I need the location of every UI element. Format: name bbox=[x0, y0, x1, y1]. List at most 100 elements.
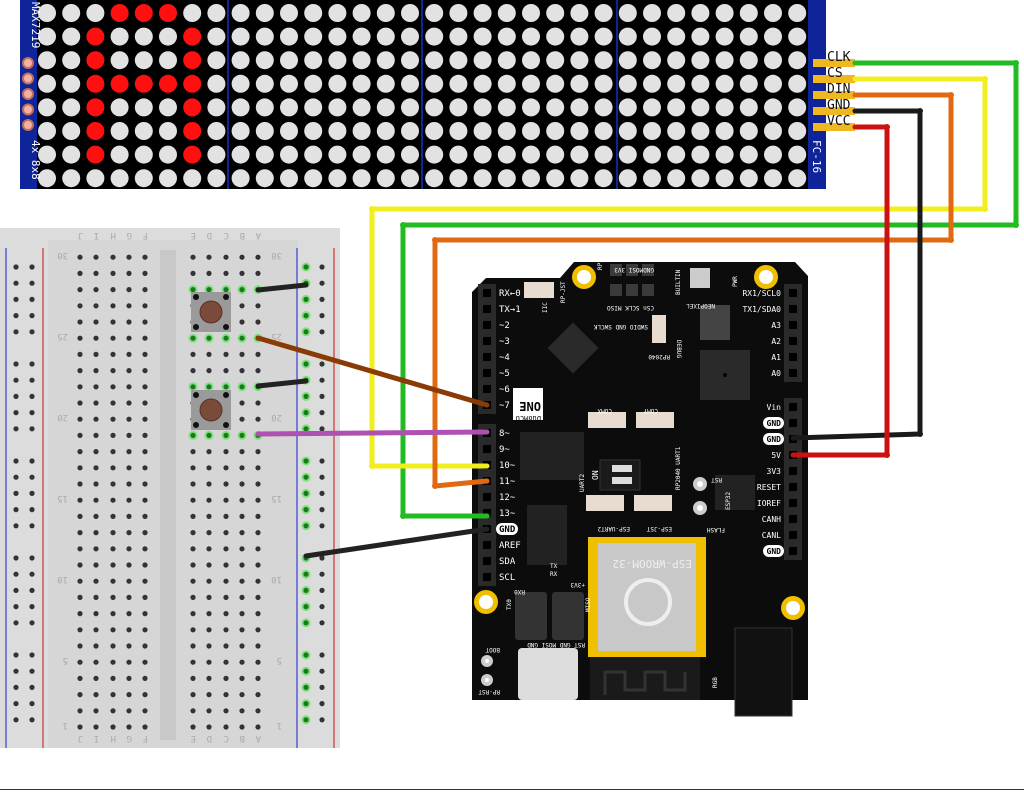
breadboard-hole[interactable] bbox=[126, 303, 132, 309]
rail-hole[interactable] bbox=[303, 668, 309, 674]
rail-hole[interactable] bbox=[13, 377, 19, 383]
breadboard-hole[interactable] bbox=[239, 432, 245, 438]
wire-bendpoint[interactable] bbox=[400, 222, 406, 228]
breadboard-hole[interactable] bbox=[142, 303, 148, 309]
breadboard-hole[interactable] bbox=[93, 530, 99, 536]
breadboard-hole[interactable] bbox=[206, 594, 212, 601]
header-pin[interactable] bbox=[483, 493, 491, 501]
rail-hole[interactable] bbox=[319, 313, 325, 319]
header-pin[interactable] bbox=[789, 499, 797, 507]
rail-hole[interactable] bbox=[303, 587, 309, 594]
breadboard-hole[interactable] bbox=[190, 530, 196, 536]
breadboard-hole[interactable] bbox=[142, 400, 148, 406]
breadboard-hole[interactable] bbox=[93, 335, 99, 341]
rail-hole[interactable] bbox=[303, 264, 309, 270]
rail-hole[interactable] bbox=[319, 652, 325, 658]
breadboard-hole[interactable] bbox=[223, 287, 229, 293]
breadboard-hole[interactable] bbox=[206, 659, 212, 665]
breadboard-hole[interactable] bbox=[77, 368, 83, 374]
breadboard-hole[interactable] bbox=[190, 432, 196, 438]
breadboard-hole[interactable] bbox=[126, 432, 132, 438]
rail-hole[interactable] bbox=[319, 474, 325, 480]
breadboard-hole[interactable] bbox=[142, 627, 148, 633]
breadboard-hole[interactable] bbox=[110, 659, 116, 665]
breadboard-hole[interactable] bbox=[190, 708, 196, 714]
breadboard-hole[interactable] bbox=[77, 270, 83, 276]
rail-hole[interactable] bbox=[29, 604, 35, 610]
header-pin[interactable] bbox=[483, 337, 491, 345]
breadboard-hole[interactable] bbox=[223, 335, 229, 341]
rail-hole[interactable] bbox=[29, 620, 35, 626]
rail-hole[interactable] bbox=[319, 555, 325, 561]
breadboard-hole[interactable] bbox=[142, 513, 148, 520]
rail-hole[interactable] bbox=[13, 701, 19, 707]
rail-hole[interactable] bbox=[13, 684, 19, 691]
breadboard-hole[interactable] bbox=[239, 562, 245, 568]
breadboard-hole[interactable] bbox=[126, 400, 132, 406]
rail-hole[interactable] bbox=[319, 604, 325, 610]
breadboard-hole[interactable] bbox=[255, 319, 261, 325]
wire-bendpoint[interactable] bbox=[432, 483, 438, 489]
breadboard-hole[interactable] bbox=[110, 319, 116, 325]
breadboard-hole[interactable] bbox=[223, 432, 229, 438]
breadboard-hole[interactable] bbox=[126, 481, 132, 487]
breadboard-hole[interactable] bbox=[206, 497, 212, 503]
header-pin[interactable] bbox=[789, 353, 797, 361]
rail-hole[interactable] bbox=[319, 684, 325, 691]
rail-hole[interactable] bbox=[303, 523, 309, 529]
breadboard-hole[interactable] bbox=[142, 611, 148, 617]
breadboard-hole[interactable] bbox=[255, 449, 261, 455]
wire-gnd-to-gnd[interactable] bbox=[790, 108, 923, 441]
breadboard-hole[interactable] bbox=[239, 692, 245, 698]
rail-hole[interactable] bbox=[319, 523, 325, 529]
breadboard-hole[interactable] bbox=[142, 319, 148, 325]
wire-clk-to-13[interactable] bbox=[400, 60, 1019, 519]
rail-hole[interactable] bbox=[29, 377, 35, 383]
breadboard-hole[interactable] bbox=[190, 643, 196, 649]
breadboard-hole[interactable] bbox=[110, 530, 116, 536]
breadboard-hole[interactable] bbox=[255, 303, 261, 309]
breadboard-hole[interactable] bbox=[239, 351, 245, 357]
breadboard-hole[interactable] bbox=[93, 578, 99, 584]
breadboard-hole[interactable] bbox=[255, 416, 261, 422]
wire-vcc-to-5v[interactable] bbox=[790, 124, 890, 458]
wire-bendpoint[interactable] bbox=[884, 452, 890, 458]
rail-hole[interactable] bbox=[13, 264, 19, 270]
breadboard-hole[interactable] bbox=[126, 449, 132, 455]
breadboard-hole[interactable] bbox=[126, 562, 132, 568]
breadboard-hole[interactable] bbox=[77, 384, 83, 390]
breadboard-hole[interactable] bbox=[239, 287, 245, 293]
breadboard-hole[interactable] bbox=[93, 287, 99, 293]
breadboard-hole[interactable] bbox=[93, 270, 99, 276]
breadboard-hole[interactable] bbox=[223, 627, 229, 633]
dip-switch[interactable] bbox=[599, 459, 641, 491]
header-pin[interactable] bbox=[789, 337, 797, 345]
breadboard-hole[interactable] bbox=[239, 530, 245, 536]
breadboard-hole[interactable] bbox=[190, 351, 196, 357]
breadboard-hole[interactable] bbox=[110, 351, 116, 357]
breadboard-hole[interactable] bbox=[142, 270, 148, 276]
breadboard-hole[interactable] bbox=[223, 254, 229, 260]
breadboard-hole[interactable] bbox=[239, 643, 245, 649]
breadboard-hole[interactable] bbox=[110, 481, 116, 487]
rail-hole[interactable] bbox=[319, 296, 325, 302]
breadboard-hole[interactable] bbox=[239, 659, 245, 665]
header-pin[interactable] bbox=[483, 445, 491, 453]
rail-hole[interactable] bbox=[13, 329, 19, 335]
rail-hole[interactable] bbox=[29, 717, 35, 723]
rp-rst-button[interactable] bbox=[481, 674, 493, 686]
rail-hole[interactable] bbox=[303, 410, 309, 416]
flash-button[interactable] bbox=[693, 501, 707, 515]
breadboard-hole[interactable] bbox=[255, 692, 261, 698]
breadboard-hole[interactable] bbox=[77, 432, 83, 438]
breadboard-hole[interactable] bbox=[126, 351, 132, 357]
breadboard-hole[interactable] bbox=[223, 562, 229, 568]
breadboard-hole[interactable] bbox=[255, 497, 261, 503]
breadboard-hole[interactable] bbox=[126, 578, 132, 584]
rail-hole[interactable] bbox=[319, 410, 325, 416]
wire-bendpoint[interactable] bbox=[982, 206, 988, 212]
header-pin[interactable] bbox=[483, 541, 491, 549]
rail-hole[interactable] bbox=[13, 571, 19, 577]
breadboard-hole[interactable] bbox=[142, 254, 148, 260]
breadboard-hole[interactable] bbox=[126, 530, 132, 536]
